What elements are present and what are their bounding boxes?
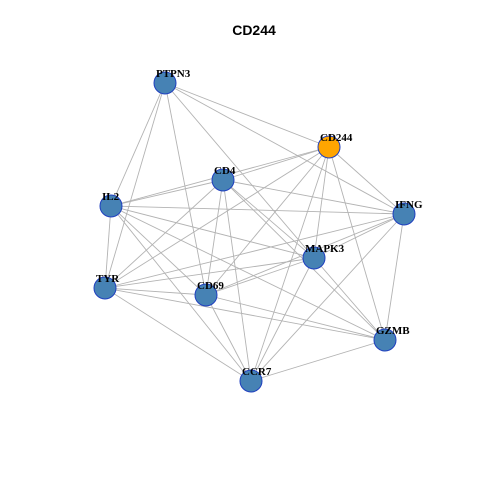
edge-ptpn3-mapk3 <box>164 82 315 259</box>
edge-tyr-cd69 <box>104 287 207 296</box>
edge-il2-mapk3 <box>110 205 315 259</box>
diagram-title: CD244 <box>232 22 276 38</box>
edge-il2-tyr <box>104 205 112 289</box>
edge-mapk3-tyr <box>104 257 315 289</box>
node-tyr <box>93 276 117 300</box>
edge-cd244-ifng <box>328 146 405 215</box>
node-cd244 <box>317 135 341 159</box>
edge-mapk3-cd69 <box>205 257 315 296</box>
node-ccr7 <box>239 369 263 393</box>
node-label-cd69: CD69 <box>197 280 224 292</box>
edge-cd69-gzmb <box>205 294 386 341</box>
edge-cd4-mapk3 <box>222 179 315 259</box>
node-label-cd244: CD244 <box>320 132 353 144</box>
node-label-ifng: IFNG <box>395 199 423 211</box>
edge-tyr-gzmb <box>104 287 386 341</box>
edge-il2-ifng <box>110 205 405 215</box>
node-label-ptpn3: PTPN3 <box>156 68 191 80</box>
node-ptpn3 <box>153 71 177 95</box>
node-label-mapk3: MAPK3 <box>305 243 345 255</box>
edge-cd244-tyr <box>104 146 330 289</box>
edge-cd4-il2 <box>110 179 224 207</box>
edge-cd4-ifng <box>222 179 405 215</box>
edge-layer <box>104 82 405 382</box>
edge-ifng-gzmb <box>384 213 405 341</box>
edge-il2-gzmb <box>110 205 386 341</box>
edge-cd4-tyr <box>104 179 224 289</box>
node-ifng <box>392 202 416 226</box>
node-cd69 <box>194 283 218 307</box>
edge-ptpn3-tyr <box>104 82 166 289</box>
edge-cd244-cd4 <box>222 146 330 181</box>
edge-ifng-ccr7 <box>250 213 405 382</box>
node-mapk3 <box>302 246 326 270</box>
edge-cd69-ccr7 <box>205 294 252 382</box>
node-gzmb <box>373 328 397 352</box>
node-label-cd4: CD4 <box>214 165 236 177</box>
node-cd4 <box>211 168 235 192</box>
edge-ifng-tyr <box>104 213 405 289</box>
edge-mapk3-ccr7 <box>250 257 315 382</box>
node-il2 <box>99 194 123 218</box>
edge-cd244-gzmb <box>328 146 386 341</box>
edge-cd244-ccr7 <box>250 146 330 382</box>
node-label-il2: IL2 <box>102 191 120 203</box>
node-label-gzmb: GZMB <box>376 325 410 337</box>
node-label-tyr: TYR <box>96 273 120 285</box>
edge-mapk3-gzmb <box>313 257 386 341</box>
node-layer <box>93 71 416 393</box>
edge-il2-cd69 <box>110 205 207 296</box>
node-label-ccr7: CCR7 <box>242 366 272 378</box>
edge-tyr-ccr7 <box>104 287 252 382</box>
edge-cd4-cd69 <box>205 179 224 296</box>
edge-ccr7-gzmb <box>250 339 386 382</box>
edge-ptpn3-cd244 <box>164 82 330 148</box>
edge-cd244-mapk3 <box>313 146 330 259</box>
edge-ifng-mapk3 <box>313 213 405 259</box>
edge-ptpn3-il2 <box>110 82 166 207</box>
edge-ptpn3-ifng <box>164 82 405 215</box>
edge-cd4-ccr7 <box>222 179 252 382</box>
